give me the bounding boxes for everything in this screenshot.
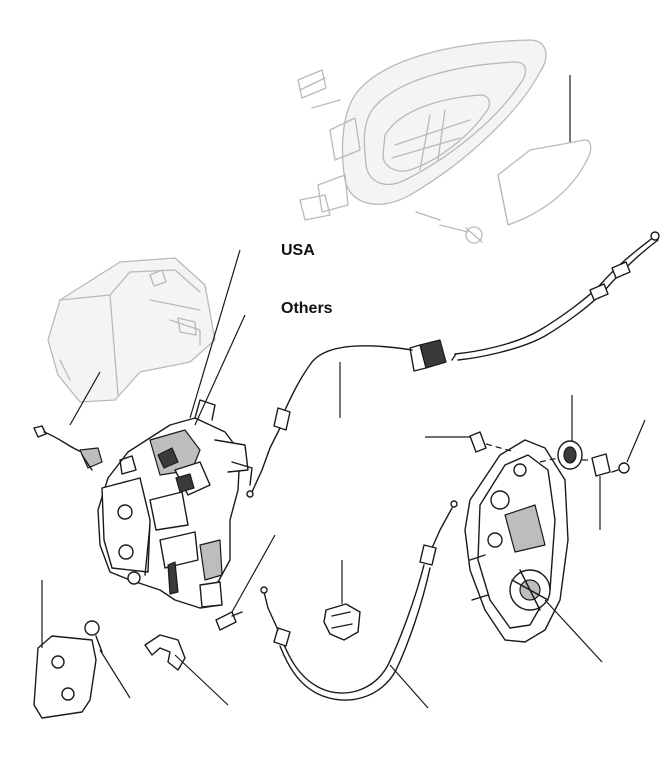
cable-clip <box>323 603 361 641</box>
leader-shield <box>69 371 101 426</box>
leader-actuator-screw <box>626 419 646 463</box>
door-lock-body <box>97 399 253 609</box>
actuator-grommet <box>469 431 487 453</box>
dash-grommet <box>485 443 516 453</box>
handle-screw-ghost <box>415 211 483 244</box>
inner-handle-cable <box>246 231 660 498</box>
lock-shield-ghost <box>47 257 216 403</box>
leader-striker-screw <box>99 649 131 699</box>
label-usa: USA <box>281 242 315 259</box>
spacer-sleeve <box>591 453 611 477</box>
leader-others <box>194 314 246 426</box>
striker-screw <box>84 620 103 653</box>
label-others: Others <box>281 300 333 317</box>
outer-handle-cable <box>260 500 458 701</box>
lock-screw <box>215 611 243 631</box>
wire-connector <box>33 425 103 471</box>
leader-clip <box>174 654 229 706</box>
leader-actuator <box>544 599 603 663</box>
leader-lock-screw <box>231 534 276 613</box>
rubber-bushing <box>557 440 583 470</box>
striker-plate <box>33 635 97 719</box>
actuator-screw <box>611 462 630 474</box>
leader-lower-cable <box>389 664 429 709</box>
handle-bezel-cap <box>497 139 592 226</box>
dash-bushing <box>539 457 559 463</box>
lock-actuator-motor <box>464 439 569 643</box>
inner-door-handle-ghost <box>297 39 547 221</box>
lock-clip <box>144 634 186 671</box>
leader-usa <box>189 249 241 419</box>
